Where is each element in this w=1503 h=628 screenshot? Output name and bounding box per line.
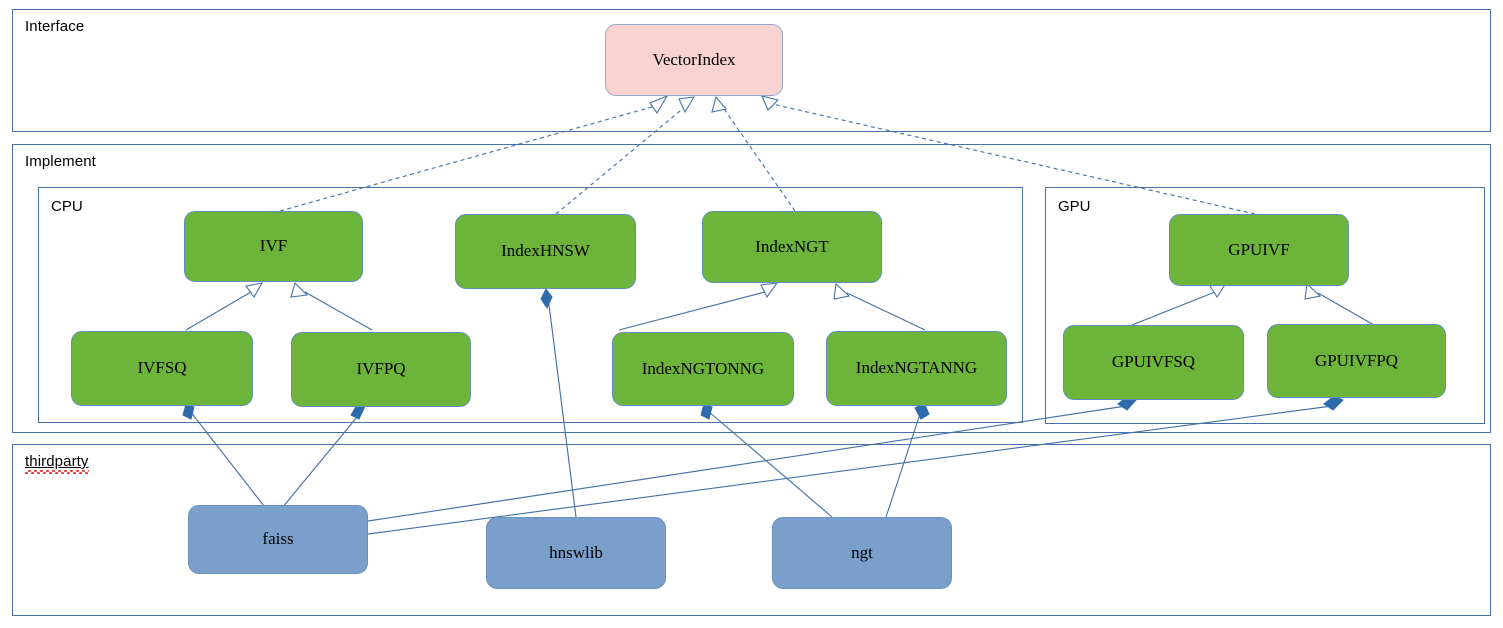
node-ivfpq[interactable]: IVFPQ <box>291 332 471 407</box>
node-gpuivfpq[interactable]: GPUIVFPQ <box>1267 324 1446 398</box>
node-ivf[interactable]: IVF <box>184 211 363 282</box>
container-label-interface: Interface <box>25 18 85 35</box>
node-label-gpuivfpq: GPUIVFPQ <box>1314 350 1399 370</box>
node-indexngtonng[interactable]: IndexNGTONNG <box>612 332 794 406</box>
node-label-faiss: faiss <box>262 529 294 549</box>
node-indexngtanng[interactable]: IndexNGTANNG <box>826 331 1007 406</box>
node-faiss[interactable]: faiss <box>188 505 368 574</box>
node-label-vectorindex: VectorIndex <box>652 49 736 69</box>
node-indexngt[interactable]: IndexNGT <box>702 211 882 283</box>
node-label-ivf: IVF <box>259 236 288 256</box>
node-indexhnsw[interactable]: IndexHNSW <box>455 214 636 289</box>
node-ngt[interactable]: ngt <box>772 517 952 589</box>
container-label-gpu: GPU <box>1058 198 1091 215</box>
node-label-gpuivf: GPUIVF <box>1228 239 1290 259</box>
node-gpuivfsq[interactable]: GPUIVFSQ <box>1063 325 1244 400</box>
node-label-ngt: ngt <box>851 542 873 562</box>
node-label-ivfsq: IVFSQ <box>137 358 187 378</box>
container-label-thirdparty-text: thirdparty <box>25 453 89 474</box>
container-label-implement: Implement <box>25 153 96 170</box>
node-hnswlib[interactable]: hnswlib <box>486 517 666 589</box>
node-label-indexngtonng: IndexNGTONNG <box>641 358 765 378</box>
node-label-ivfpq: IVFPQ <box>356 359 406 379</box>
node-ivfsq[interactable]: IVFSQ <box>71 331 253 406</box>
node-vectorindex[interactable]: VectorIndex <box>605 24 783 96</box>
node-label-gpuivfsq: GPUIVFSQ <box>1111 352 1196 372</box>
node-label-hnswlib: hnswlib <box>549 542 603 562</box>
node-gpuivf[interactable]: GPUIVF <box>1169 214 1349 286</box>
container-label-thirdparty: thirdparty <box>25 453 89 474</box>
node-label-indexngt: IndexNGT <box>755 236 829 256</box>
node-label-indexngtanng: IndexNGTANNG <box>855 358 978 378</box>
node-label-indexhnsw: IndexHNSW <box>501 241 590 261</box>
container-label-cpu: CPU <box>51 198 83 215</box>
